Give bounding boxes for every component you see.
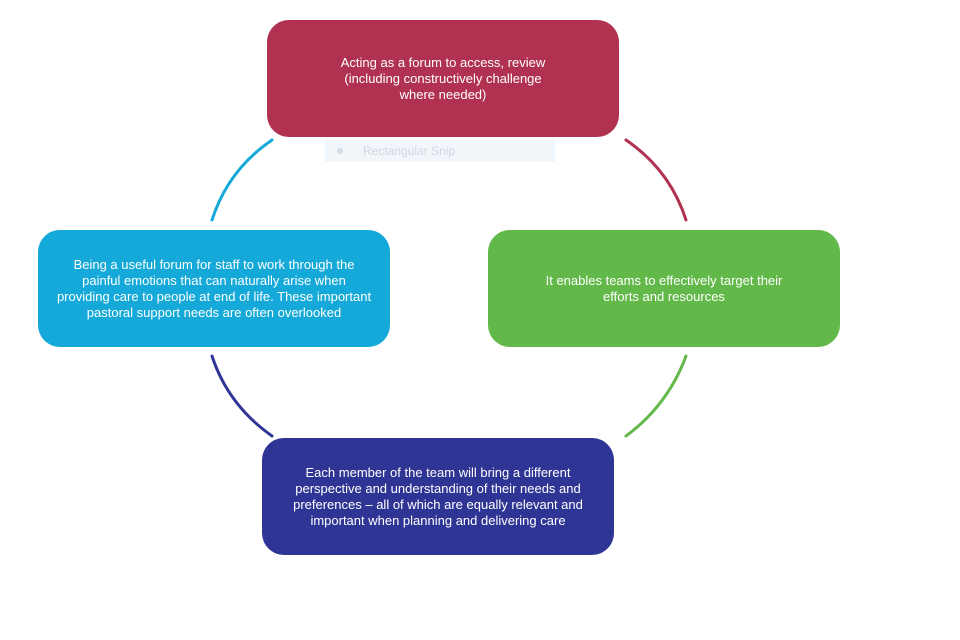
rectangular-snip-ghost: Rectangular Snip [325,140,555,162]
connector-left-to-top [210,138,274,222]
cycle-node-left: Being a useful forum for staff to work t… [38,230,390,347]
cycle-node-bottom: Each member of the team will bring a dif… [262,438,614,555]
cycle-node-right-text: It enables teams to effectively target t… [545,272,783,304]
snip-ghost-label: Rectangular Snip [363,144,456,158]
cycle-node-top-text: Acting as a forum to access, review (inc… [340,54,546,102]
cycle-node-left-text: Being a useful forum for staff to work t… [56,256,372,320]
connector-right-to-bottom [624,354,688,438]
cycle-node-right: It enables teams to effectively target t… [488,230,840,347]
connector-top-to-right [624,138,688,222]
cycle-node-top: Acting as a forum to access, review (inc… [267,20,619,137]
connector-bottom-to-left [210,354,274,438]
cycle-node-bottom-text: Each member of the team will bring a dif… [293,464,583,528]
snip-dot-icon [337,148,343,154]
